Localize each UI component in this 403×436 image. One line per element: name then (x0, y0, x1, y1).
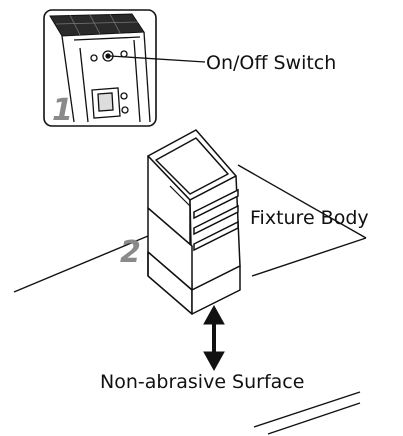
ground-surface (13, 164, 367, 435)
step-number-1: 1 (52, 93, 73, 128)
double-arrow-icon (203, 304, 225, 372)
fixture-edge (169, 185, 191, 207)
mount-bracket-icon (91, 87, 129, 119)
switch-icon (90, 50, 128, 62)
switch-callout-line (109, 55, 206, 63)
switch-inset: 1 (43, 9, 157, 128)
fixture-body (147, 129, 241, 315)
step-number-2: 2 (120, 235, 141, 270)
solar-panel-icon (49, 13, 145, 37)
fixture-vents (193, 188, 239, 252)
fixture-label: Fixture Body (250, 207, 369, 229)
surface-label: Non-abrasive Surface (100, 371, 304, 393)
switch-label: On/Off Switch (206, 52, 336, 74)
